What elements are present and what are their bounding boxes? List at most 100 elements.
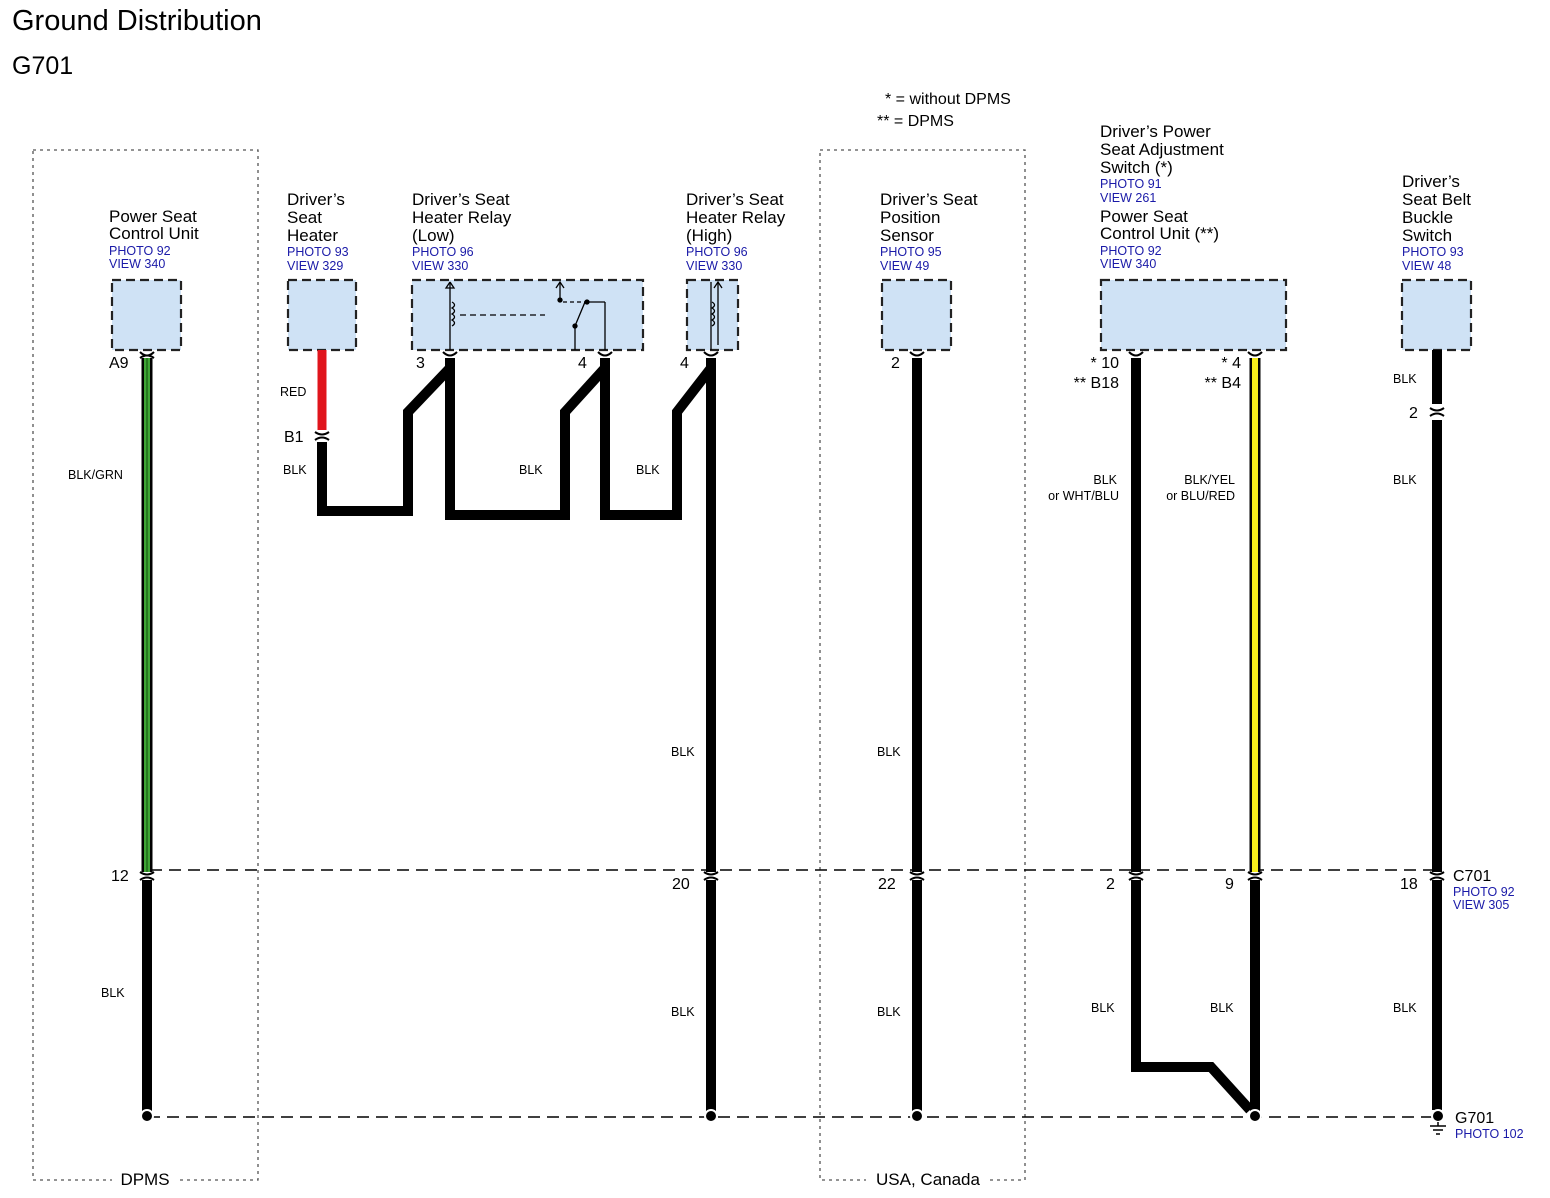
svg-text:(High): (High) <box>686 226 732 245</box>
wire-label-switch-blk: BLK <box>1093 473 1117 487</box>
wire-label-pscu-bottom: BLK <box>101 986 125 1000</box>
wire-label-switch-wht-blu: or WHT/BLU <box>1048 489 1119 503</box>
svg-text:Heater Relay: Heater Relay <box>686 208 786 227</box>
view-link[interactable]: VIEW 329 <box>287 259 343 273</box>
pin-high-4: 4 <box>680 355 689 372</box>
photo-link[interactable]: PHOTO 96 <box>412 245 474 259</box>
pin-sensor-2: 2 <box>891 355 900 372</box>
wire-label-buckle-top: BLK <box>1393 372 1417 386</box>
svg-text:Driver’s Seat: Driver’s Seat <box>880 190 978 209</box>
photo-link[interactable]: PHOTO 92 <box>1100 244 1162 258</box>
svg-text:Driver’s Seat: Driver’s Seat <box>412 190 510 209</box>
view-link[interactable]: VIEW 49 <box>880 259 929 273</box>
diagram-subtitle: G701 <box>12 52 73 80</box>
photo-link[interactable]: PHOTO 92 <box>109 244 171 258</box>
wire-label-heater-blk: BLK <box>283 463 307 477</box>
wire-label-low-blk: BLK <box>519 463 543 477</box>
position-sensor-box[interactable] <box>880 278 953 352</box>
pin-low-3: 3 <box>416 355 425 372</box>
adjustment-switch-label: Driver’s Power Seat Adjustment Switch (*… <box>1100 122 1224 271</box>
svg-text:Seat Adjustment: Seat Adjustment <box>1100 140 1224 159</box>
wire-label-switch2-bottom: BLK <box>1210 1001 1234 1015</box>
svg-text:Switch (*): Switch (*) <box>1100 158 1173 177</box>
wire-label-buckle-mid: BLK <box>1393 473 1417 487</box>
wire-label-blk-yel: BLK/YEL <box>1184 473 1235 487</box>
view-link[interactable]: VIEW 330 <box>412 259 468 273</box>
photo-link[interactable]: PHOTO 93 <box>287 245 349 259</box>
relay-high-coil-symbol <box>710 280 723 350</box>
terminal-marks <box>139 351 1445 881</box>
pin-a9: A9 <box>109 355 129 372</box>
wire-low-4-to-high-4 <box>600 358 716 520</box>
buckle-switch-box[interactable] <box>1400 278 1473 352</box>
position-sensor-label: Driver’s Seat Position Sensor PHOTO 95 V… <box>880 190 978 273</box>
view-link[interactable]: VIEW 261 <box>1100 191 1156 205</box>
photo-link[interactable]: PHOTO 93 <box>1402 245 1464 259</box>
pin-low-4: 4 <box>578 355 587 372</box>
view-link[interactable]: VIEW 48 <box>1402 259 1451 273</box>
seat-heater-label: Driver’s Seat Heater PHOTO 93 VIEW 329 <box>287 190 349 273</box>
wire-label-sensor-blk: BLK <box>877 745 901 759</box>
pin-switch-10: * 10 <box>1091 355 1120 372</box>
svg-text:Buckle: Buckle <box>1402 208 1453 227</box>
diagram-title: Ground Distribution <box>12 5 262 37</box>
photo-link[interactable]: PHOTO 91 <box>1100 177 1162 191</box>
wire-label-blu-red: or BLU/RED <box>1166 489 1235 503</box>
adjustment-switch-box[interactable] <box>1099 278 1288 352</box>
svg-text:(Low): (Low) <box>412 226 455 245</box>
svg-text:C701: C701 <box>1453 868 1491 885</box>
view-link[interactable]: VIEW 340 <box>109 257 165 271</box>
pin-c701-20: 20 <box>672 876 690 893</box>
pin-b1: B1 <box>284 429 304 446</box>
svg-text:Driver’s Seat: Driver’s Seat <box>686 190 784 209</box>
photo-link[interactable]: PHOTO 92 <box>1453 885 1515 899</box>
pin-switch-b4: ** B4 <box>1205 375 1242 392</box>
power-seat-control-unit-label: Power Seat Control Unit PHOTO 92 VIEW 34… <box>109 207 199 271</box>
photo-link[interactable]: PHOTO 102 <box>1455 1127 1524 1141</box>
ground-splice-points <box>140 1109 1445 1123</box>
svg-text:Switch: Switch <box>1402 226 1452 245</box>
wire-label-high-mid-blk: BLK <box>671 745 695 759</box>
relay-high-label: Driver’s Seat Heater Relay (High) PHOTO … <box>686 190 786 273</box>
svg-text:G701: G701 <box>1455 1110 1494 1127</box>
svg-text:Driver’s: Driver’s <box>287 190 345 209</box>
wire-label-buckle-bottom: BLK <box>1393 1001 1417 1015</box>
ground-g701-label: G701 PHOTO 102 <box>1455 1110 1524 1141</box>
pin-buckle-2: 2 <box>1409 405 1418 422</box>
region-dpms-label: DPMS <box>120 1170 169 1189</box>
ground-icon <box>1430 1122 1446 1135</box>
legend-without-dpms: * = without DPMS <box>885 91 1011 108</box>
photo-link[interactable]: PHOTO 96 <box>686 245 748 259</box>
svg-text:Control Unit (**): Control Unit (**) <box>1100 224 1219 243</box>
photo-link[interactable]: PHOTO 95 <box>880 245 942 259</box>
view-link[interactable]: VIEW 330 <box>686 259 742 273</box>
wire-label-high-blk: BLK <box>636 463 660 477</box>
seat-heater-box[interactable] <box>286 278 358 352</box>
relay-low-box[interactable] <box>410 278 645 352</box>
pin-c701-2: 2 <box>1106 876 1115 893</box>
wire-label-red: RED <box>280 385 306 399</box>
pin-switch-b18: ** B18 <box>1074 375 1119 392</box>
wire-low-3-to-4 <box>445 358 610 520</box>
view-link[interactable]: VIEW 340 <box>1100 257 1156 271</box>
wire-label-blk-grn: BLK/GRN <box>68 468 123 482</box>
power-seat-control-unit-box[interactable] <box>110 278 183 352</box>
pin-c701-12: 12 <box>111 868 129 885</box>
view-link[interactable]: VIEW 305 <box>1453 898 1509 912</box>
svg-text:Power Seat: Power Seat <box>109 207 197 226</box>
connector-c701-label: C701 PHOTO 92 VIEW 305 <box>1453 868 1515 912</box>
pin-c701-9: 9 <box>1225 876 1234 893</box>
svg-text:Driver’s: Driver’s <box>1402 172 1460 191</box>
wire-heater-to-low-3 <box>317 358 455 516</box>
svg-text:Position: Position <box>880 208 940 227</box>
svg-text:Power Seat: Power Seat <box>1100 207 1188 226</box>
wire-label-high-bottom: BLK <box>671 1005 695 1019</box>
pin-switch-4: * 4 <box>1221 355 1241 372</box>
legend-dpms: ** = DPMS <box>877 113 954 130</box>
svg-text:Heater: Heater <box>287 226 338 245</box>
pin-c701-22: 22 <box>878 876 896 893</box>
wire-label-switch1-bottom: BLK <box>1091 1001 1115 1015</box>
wire-label-sensor-bottom: BLK <box>877 1005 901 1019</box>
pin-c701-18: 18 <box>1400 876 1418 893</box>
